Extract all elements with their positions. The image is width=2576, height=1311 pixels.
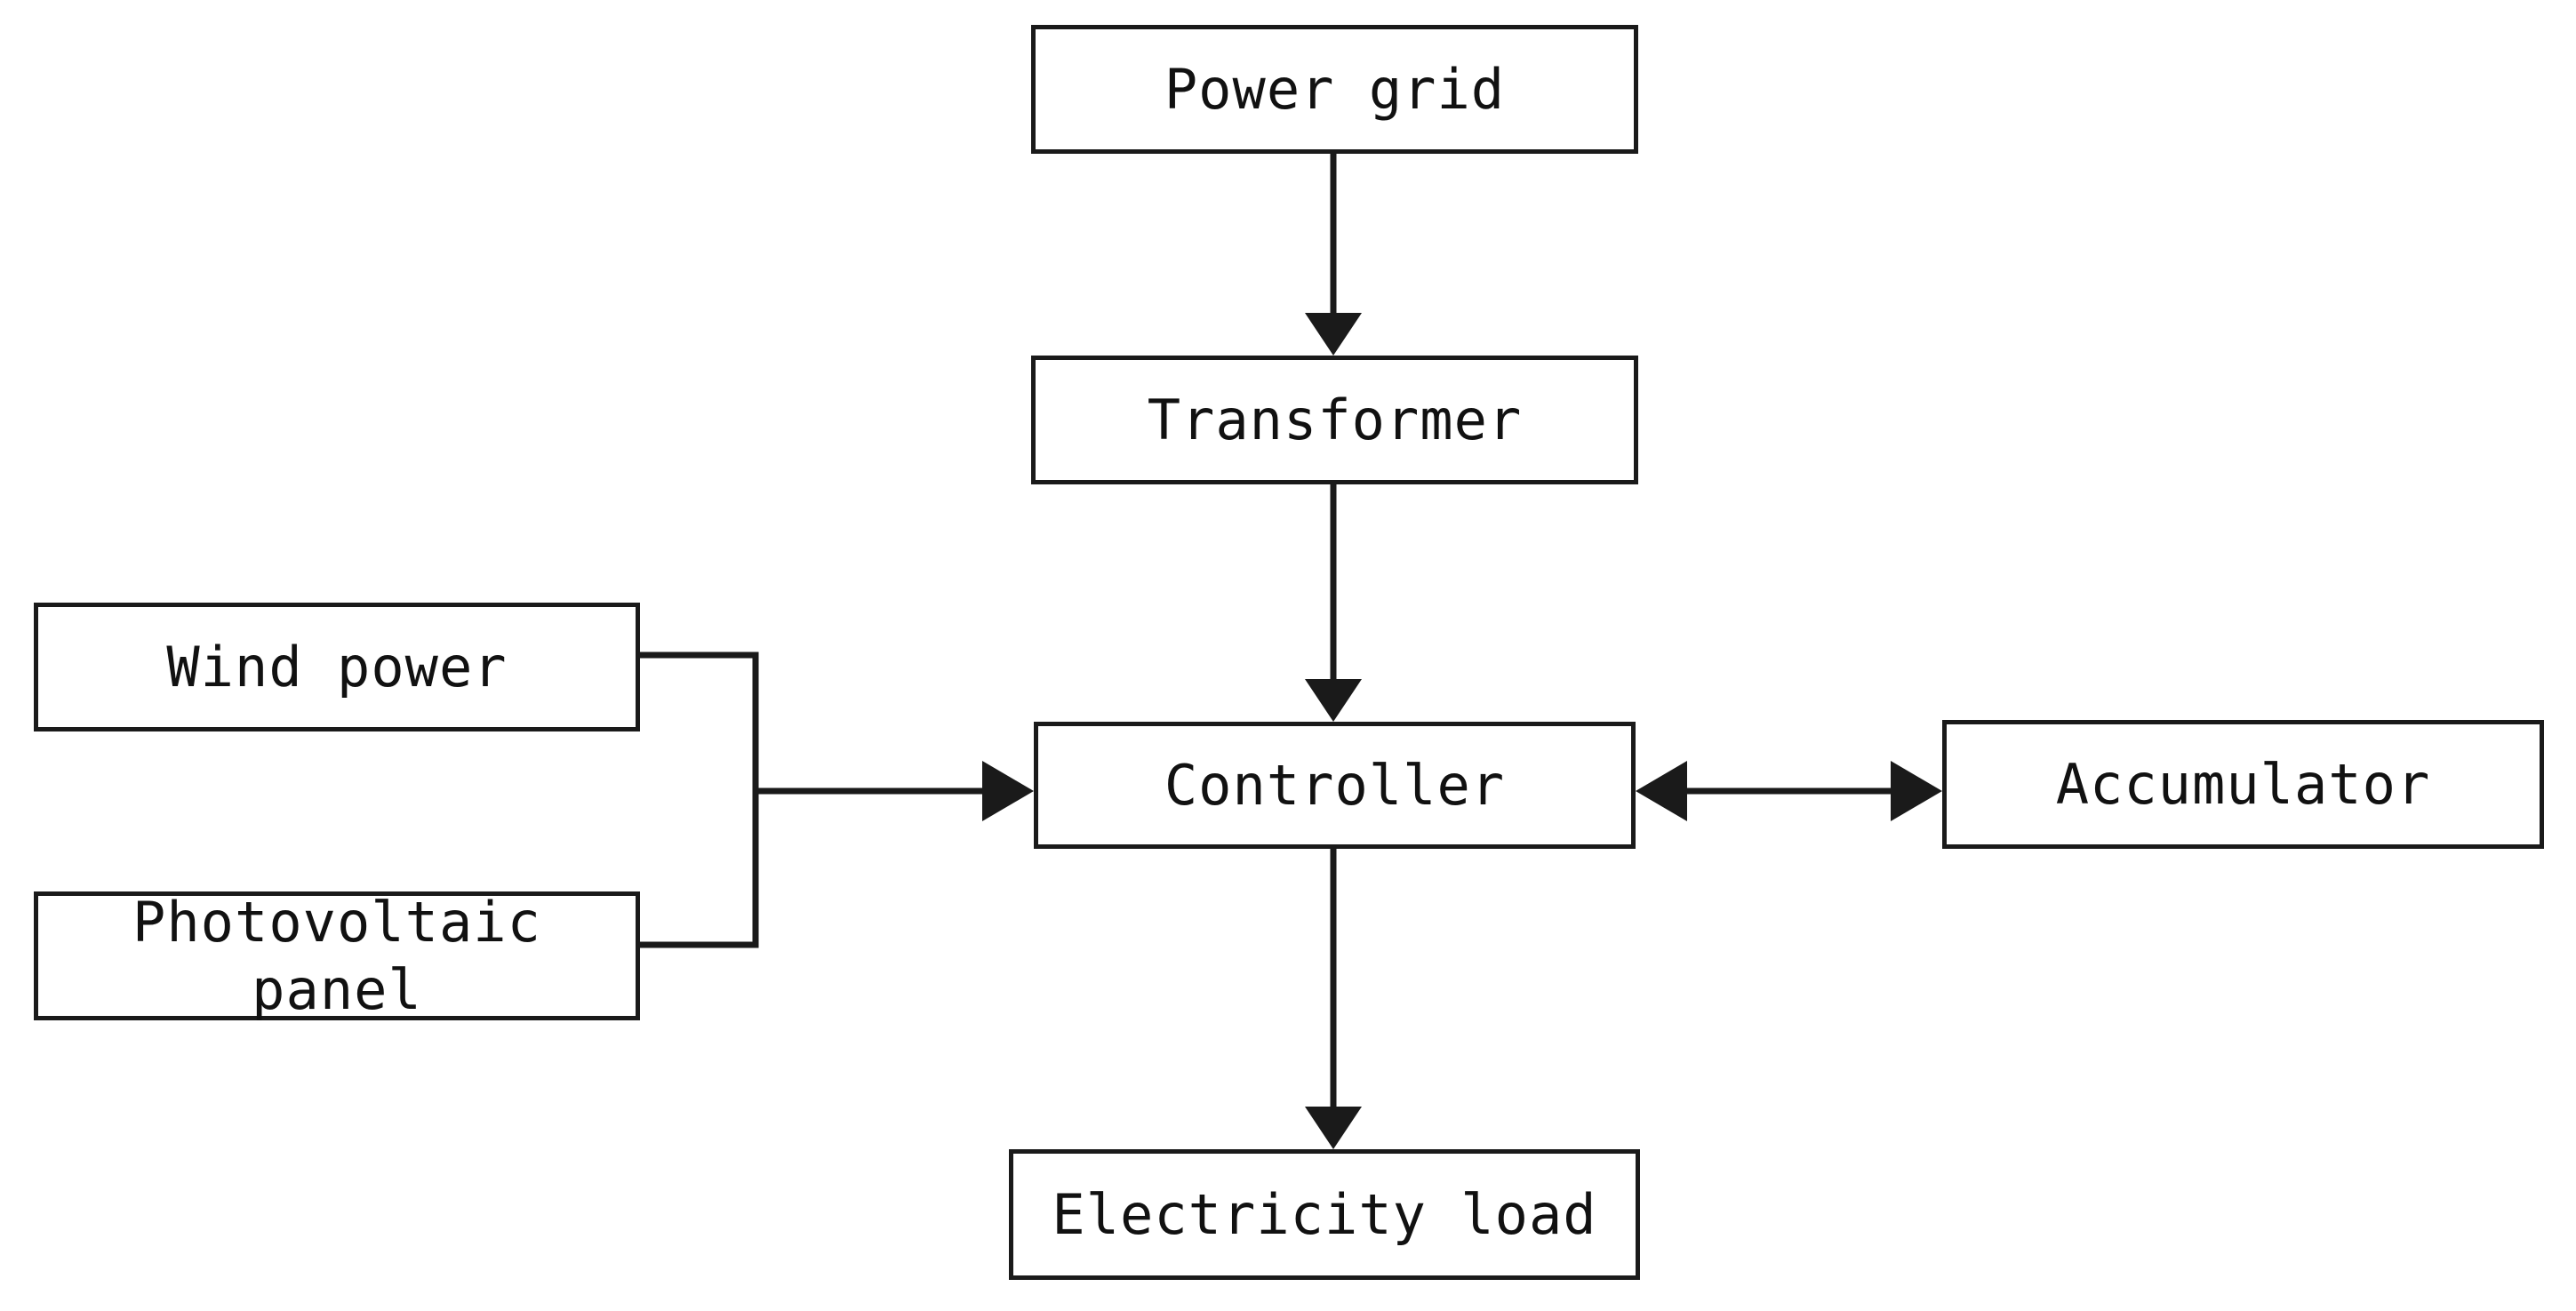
node-controller[interactable]: Controller [1034, 722, 1636, 849]
connector-grid-to-transformer [1305, 154, 1362, 356]
node-transformer[interactable]: Transformer [1031, 356, 1638, 484]
connector-controller-accumulator [1636, 761, 1942, 821]
connector-wind-to-bus [640, 652, 759, 791]
connector-controller-to-load [1305, 849, 1362, 1149]
connector-photovoltaic-to-bus [640, 791, 759, 948]
node-photovoltaic-panel[interactable]: Photovoltaic panel [34, 890, 640, 1022]
node-accumulator[interactable]: Accumulator [1942, 720, 2544, 849]
connector-transformer-to-controller [1305, 484, 1362, 722]
node-wind-power[interactable]: Wind power [34, 603, 640, 731]
connector-bus-to-controller [756, 761, 1034, 821]
node-power-grid[interactable]: Power grid [1031, 25, 1638, 154]
node-electricity-load[interactable]: Electricity load [1009, 1149, 1640, 1280]
